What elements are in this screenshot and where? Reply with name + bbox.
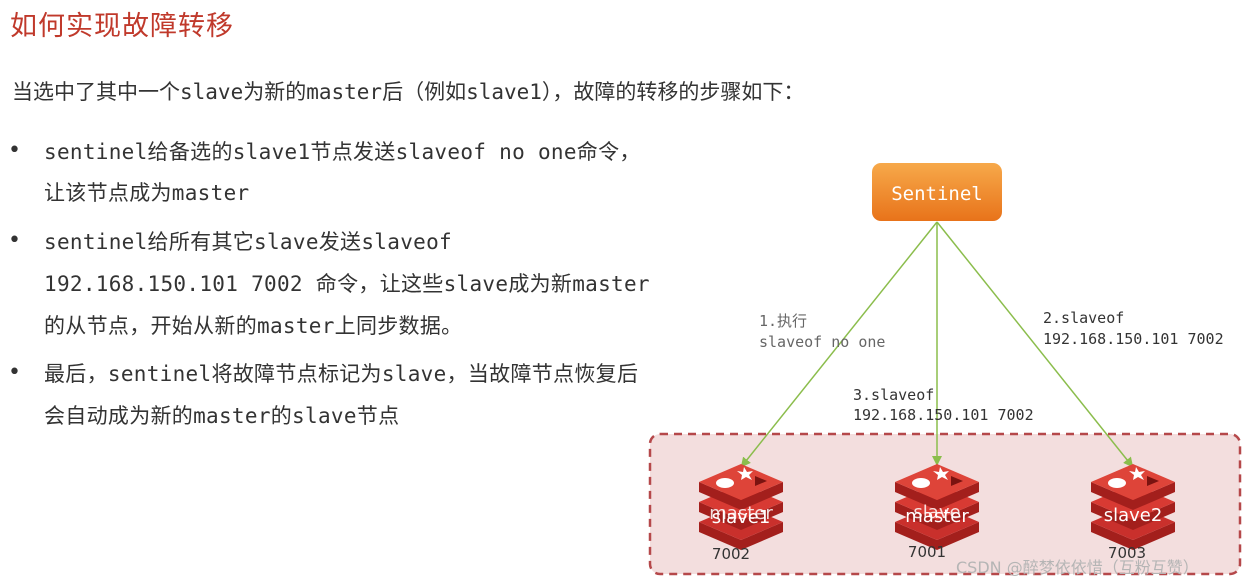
bullet-marker: • xyxy=(8,228,21,253)
node2-port: 7001 xyxy=(908,543,946,561)
bullet-3-line-2: 会自动成为新的master的slave节点 xyxy=(44,404,400,428)
arrow-to-slave2 xyxy=(936,221,1134,468)
step1-label-line1: 1.执行 xyxy=(759,312,807,330)
node2-label-front: master xyxy=(905,506,969,527)
bullet-1-line-2: 让该节点成为master xyxy=(44,181,250,205)
csdn-watermark: CSDN @醉梦依依惜（互粉互赞） xyxy=(956,558,1199,577)
bullet-1-line-1: sentinel给备选的slave1节点发送slaveof no one命令， xyxy=(44,140,641,164)
node1-port: 7002 xyxy=(712,545,750,563)
sentinel-box xyxy=(872,163,1002,221)
bullet-2-line-3: 的从节点，开始从新的master上同步数据。 xyxy=(44,314,463,338)
step2-label-line1: 2.slaveof xyxy=(1043,309,1124,327)
bullet-2-line-1: sentinel给所有其它slave发送slaveof xyxy=(44,230,452,254)
node1-label-back: master xyxy=(709,503,773,524)
node1-label-front: slave1 xyxy=(712,507,771,528)
node2-label-back: slave xyxy=(913,502,960,523)
bullet-2-line-2: 192.168.150.101 7002 命令，让这些slave成为新maste… xyxy=(44,272,650,296)
node3-label: slave2 xyxy=(1104,505,1163,526)
bullet-marker: • xyxy=(8,138,21,163)
page-title: 如何实现故障转移 xyxy=(10,11,234,42)
bullet-marker: • xyxy=(8,360,21,385)
step2-label-line2: 192.168.150.101 7002 xyxy=(1043,330,1224,348)
step3-label-line2: 192.168.150.101 7002 xyxy=(853,406,1034,424)
step1-label-line2: slaveof no one xyxy=(759,333,885,351)
arrow-to-slave1 xyxy=(740,221,938,468)
node3-port: 7003 xyxy=(1108,544,1146,562)
step3-label-line1: 3.slaveof xyxy=(853,386,934,404)
bullet-3-line-1: 最后，sentinel将故障节点标记为slave，当故障节点恢复后 xyxy=(44,362,639,386)
intro-text: 当选中了其中一个slave为新的master后（例如slave1），故障的转移的… xyxy=(12,80,805,104)
sentinel-label: Sentinel xyxy=(891,183,983,205)
